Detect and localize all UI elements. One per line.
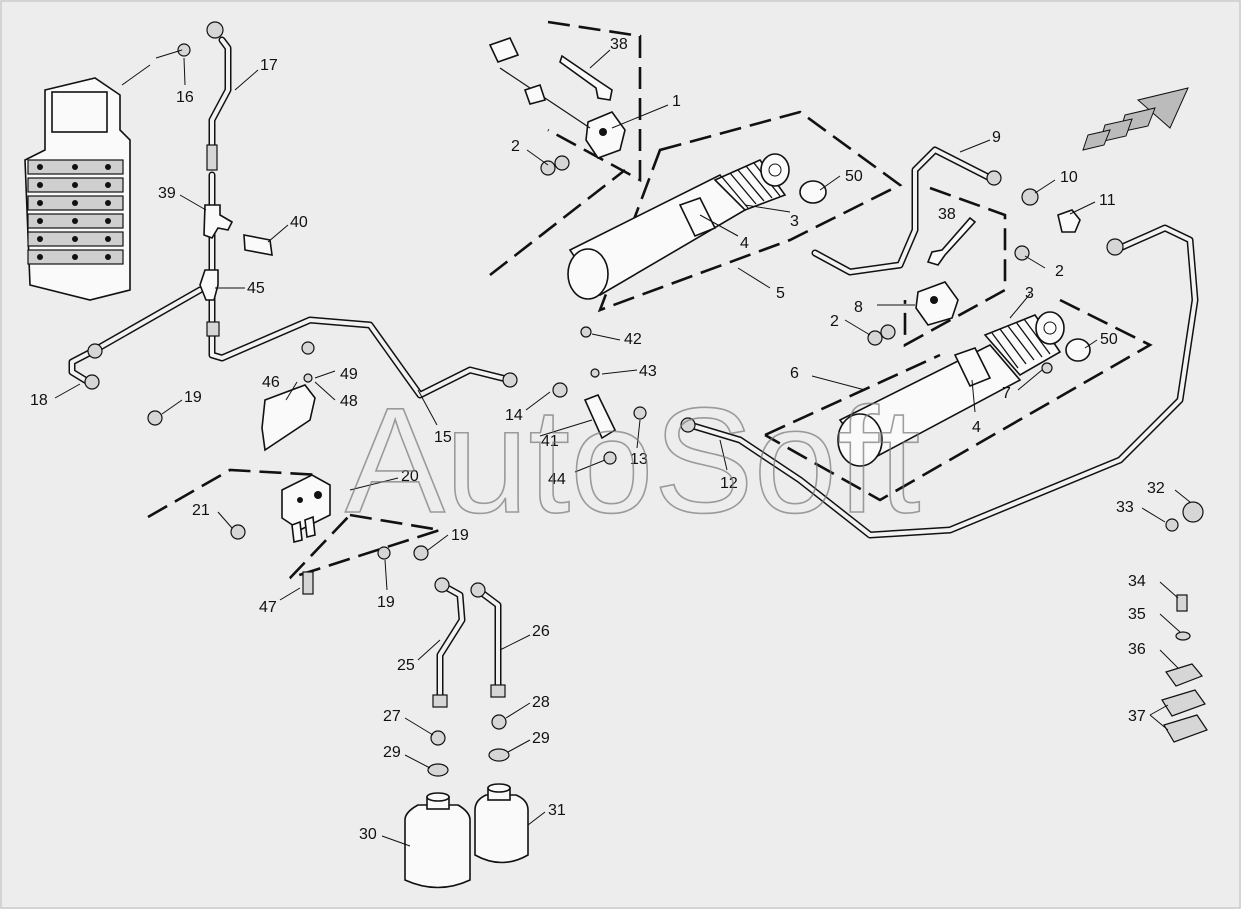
callout-46: 46 — [262, 374, 280, 391]
callout-17: 17 — [260, 57, 278, 74]
callout-2-lower: 2 — [830, 313, 839, 330]
group-box-block-20 — [147, 468, 441, 580]
callout-19-right: 19 — [451, 527, 469, 544]
callout-labels: 1 2 2 2 3 3 4 4 5 6 7 8 9 10 11 12 13 14… — [30, 36, 1165, 843]
callout-33: 33 — [1116, 499, 1134, 516]
callout-2-upper: 2 — [511, 138, 520, 155]
callout-50-upper: 50 — [845, 168, 863, 185]
hoses-and-pipes — [68, 36, 1199, 704]
callout-48: 48 — [340, 393, 358, 410]
callout-34: 34 — [1128, 573, 1146, 590]
direction-arrow-icon — [1082, 87, 1189, 151]
callout-3-lower: 3 — [1025, 285, 1034, 302]
block-20 — [281, 474, 331, 543]
callout-13: 13 — [630, 451, 648, 468]
bracket-41 — [583, 393, 617, 440]
callout-31: 31 — [548, 802, 566, 819]
callout-19-left: 19 — [184, 389, 202, 406]
callout-2-right: 2 — [1055, 263, 1064, 280]
accumulator-30 — [404, 792, 471, 889]
callout-35: 35 — [1128, 606, 1146, 623]
bracket-46 — [261, 384, 316, 452]
callout-49: 49 — [340, 366, 358, 383]
accumulator-31 — [474, 783, 529, 864]
watermark-text: AutoSoft — [345, 376, 920, 544]
callout-16: 16 — [176, 89, 194, 106]
callout-25: 25 — [397, 657, 415, 674]
callout-4-upper: 4 — [740, 235, 749, 252]
callout-28: 28 — [532, 694, 550, 711]
callout-7: 7 — [1002, 385, 1011, 402]
cylinder-upper — [567, 153, 790, 300]
valve-8 — [915, 281, 959, 326]
group-box-valve-1 — [547, 20, 642, 183]
cylinder-lower — [837, 311, 1065, 467]
callout-40: 40 — [290, 214, 308, 231]
callout-36: 36 — [1128, 641, 1146, 658]
callout-43: 43 — [639, 363, 657, 380]
callout-15: 15 — [434, 429, 452, 446]
callout-27: 27 — [383, 708, 401, 725]
callout-45: 45 — [247, 280, 265, 297]
callout-38-upper: 38 — [610, 36, 628, 53]
callout-39: 39 — [158, 185, 176, 202]
callout-5: 5 — [776, 285, 785, 302]
callout-20: 20 — [401, 468, 419, 485]
callout-1: 1 — [672, 93, 681, 110]
lever-38-upper — [559, 54, 613, 101]
callout-11: 11 — [1099, 192, 1116, 209]
plug-50 — [799, 180, 1091, 362]
callout-14: 14 — [505, 407, 523, 424]
callout-4-lower: 4 — [972, 419, 981, 436]
callout-37: 37 — [1128, 708, 1146, 725]
callout-19-bottom: 19 — [377, 594, 395, 611]
callout-38-lower: 38 — [938, 206, 956, 223]
callout-50-lower: 50 — [1100, 331, 1118, 348]
callout-41: 41 — [541, 433, 559, 450]
callout-44: 44 — [548, 471, 566, 488]
group-box-valve-8 — [903, 186, 1007, 348]
callout-6: 6 — [790, 365, 799, 382]
callout-30: 30 — [359, 826, 377, 843]
group-box-cylinder-6 — [764, 298, 1153, 502]
callout-12: 12 — [720, 475, 738, 492]
callout-29-left: 29 — [383, 744, 401, 761]
callout-8: 8 — [854, 299, 863, 316]
tee-fittings — [199, 204, 1081, 301]
control-valve-bank — [24, 77, 131, 301]
callout-21: 21 — [192, 502, 210, 519]
callout-29-right: 29 — [532, 730, 550, 747]
valve-1 — [488, 37, 626, 159]
callout-47: 47 — [259, 599, 277, 616]
fittings — [84, 21, 1208, 777]
callout-26: 26 — [532, 623, 550, 640]
callout-32: 32 — [1147, 480, 1165, 497]
callout-9: 9 — [992, 129, 1001, 146]
lever-38-lower — [926, 216, 977, 266]
callout-18: 18 — [30, 392, 48, 409]
callout-10: 10 — [1060, 169, 1078, 186]
callout-42: 42 — [624, 331, 642, 348]
leader-lines — [54, 49, 1191, 847]
callout-3-upper: 3 — [790, 213, 799, 230]
